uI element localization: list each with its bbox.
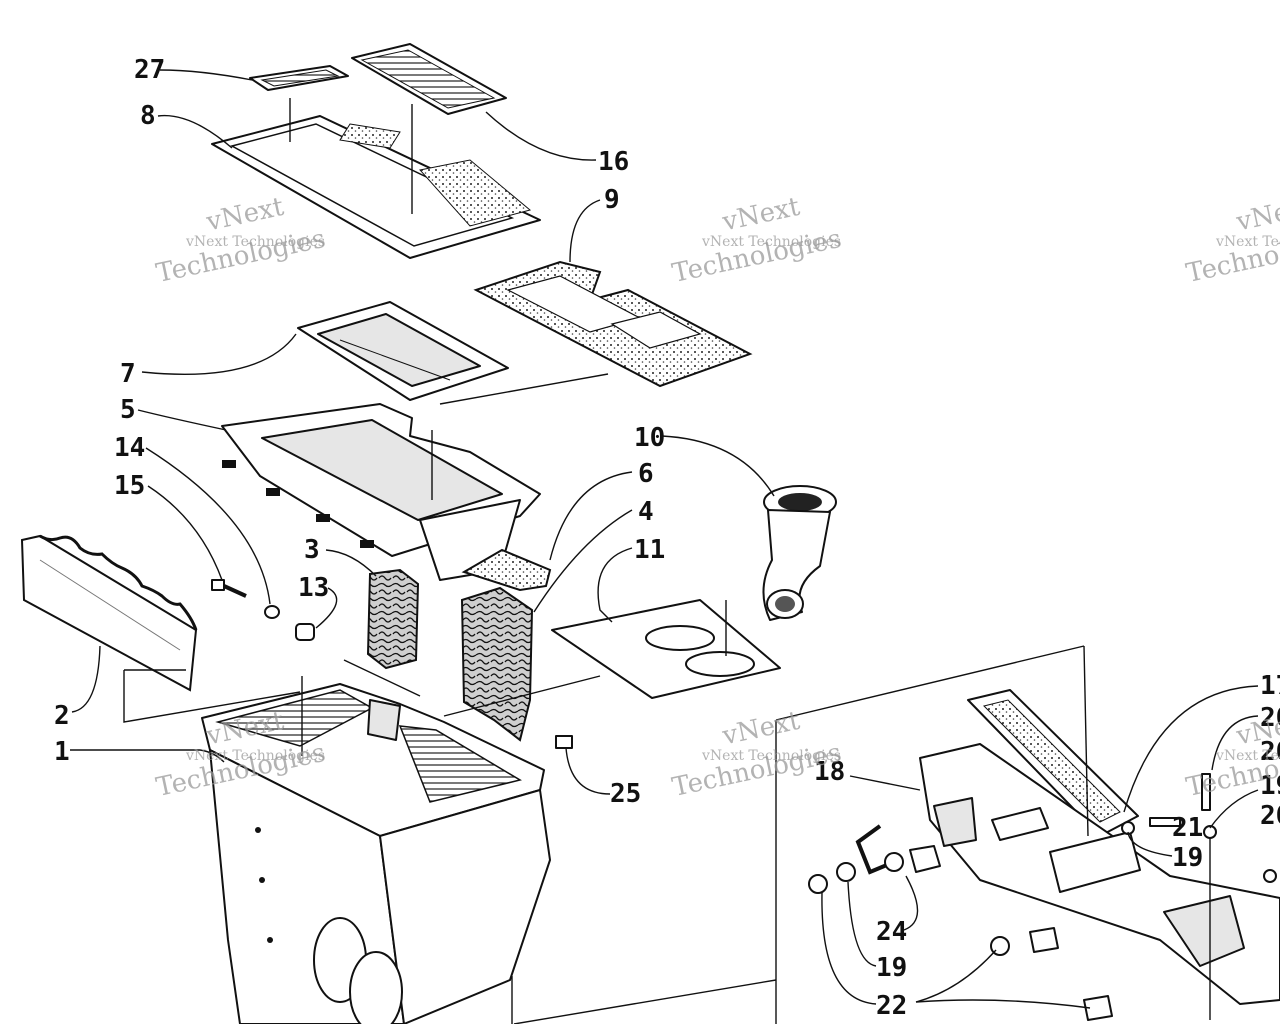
callout-3: 3	[304, 535, 320, 565]
part-3-foam-filter	[366, 568, 420, 670]
svg-text:vNext Technologies: vNext Technologies	[185, 748, 325, 764]
part-14-washer	[264, 605, 280, 619]
callout-11: 11	[634, 535, 665, 565]
part-1-airbox	[201, 683, 551, 1024]
svg-text:vNext Technologies: vNext Technologies	[1215, 748, 1280, 764]
svg-text:vNext: vNext	[203, 192, 287, 238]
callout-7: 7	[120, 359, 136, 389]
callout-15: 15	[114, 471, 145, 501]
callout-19: 19	[1260, 771, 1280, 801]
part-8-filter-frame	[211, 98, 541, 259]
part-10-elbow-duct	[762, 485, 837, 621]
part-5-upper-housing	[221, 403, 541, 581]
part-24-bracket-rod	[855, 824, 895, 875]
part-4-foam-filter	[460, 586, 534, 742]
callout-2: 2	[54, 701, 70, 731]
callout-21: 21	[1172, 813, 1203, 843]
callout-20: 20	[1260, 703, 1280, 733]
callout-labels: 27 8 16 9 7 5 14 15 10 6 4 3 13 11 2 1 2…	[54, 55, 1280, 1021]
svg-text:vNext Technologies: vNext Technologies	[185, 234, 325, 250]
callout-22: 22	[876, 991, 907, 1021]
callout-9: 9	[604, 185, 620, 215]
svg-text:vNext Technologies: vNext Technologies	[1215, 234, 1280, 250]
part-17-top-cover	[967, 689, 1139, 837]
watermark-top-right: vNext Technologies vNext Technologies	[1184, 192, 1280, 289]
svg-text:vNext: vNext	[1233, 192, 1280, 238]
watermark-bottom-center: vNext Technologies vNext Technologies	[670, 706, 845, 803]
callout-20c: 20	[1260, 801, 1280, 831]
svg-text:vNext Technologies: vNext Technologies	[701, 748, 841, 764]
callout-8: 8	[140, 101, 156, 131]
part-15-screw	[211, 579, 247, 598]
assembly-guide-lines	[123, 373, 1089, 1024]
part-9-foam-plate	[473, 260, 753, 388]
part-6-foam-block	[461, 548, 552, 592]
callout-5: 5	[120, 395, 136, 425]
part-27-label-plate	[249, 65, 349, 91]
callout-leaders	[70, 69, 1259, 1009]
callout-14: 14	[114, 433, 145, 463]
callout-19c: 19	[876, 953, 907, 983]
svg-text:vNext: vNext	[719, 706, 803, 752]
watermark-top-left: vNext Technologies vNext Technologies	[154, 192, 329, 289]
watermark-top-center: vNext Technologies vNext Technologies	[670, 192, 845, 289]
callout-16: 16	[598, 147, 629, 177]
part-16-grille-panel	[351, 43, 507, 115]
callout-10: 10	[634, 423, 665, 453]
callout-19b: 19	[1172, 843, 1203, 873]
svg-text:vNext: vNext	[719, 192, 803, 238]
callout-1: 1	[54, 737, 70, 767]
callout-6: 6	[638, 459, 654, 489]
callout-17: 17	[1260, 671, 1280, 701]
right-duct-housing	[919, 743, 1280, 1005]
callout-4: 4	[638, 497, 654, 527]
callout-18: 18	[814, 757, 845, 787]
part-2-front-panel	[20, 534, 198, 692]
svg-text:vNext Technologies: vNext Technologies	[701, 234, 841, 250]
callout-13: 13	[298, 573, 329, 603]
callout-24: 24	[876, 917, 907, 947]
part-13-spacer	[295, 623, 315, 641]
callout-20b: 20	[1260, 737, 1280, 767]
part-7-tray	[297, 301, 509, 401]
right-hardware	[808, 773, 1277, 1021]
callout-27: 27	[134, 55, 165, 85]
part-25-stud	[555, 735, 573, 749]
part-11-base-plate	[551, 599, 781, 699]
callout-25: 25	[610, 779, 641, 809]
